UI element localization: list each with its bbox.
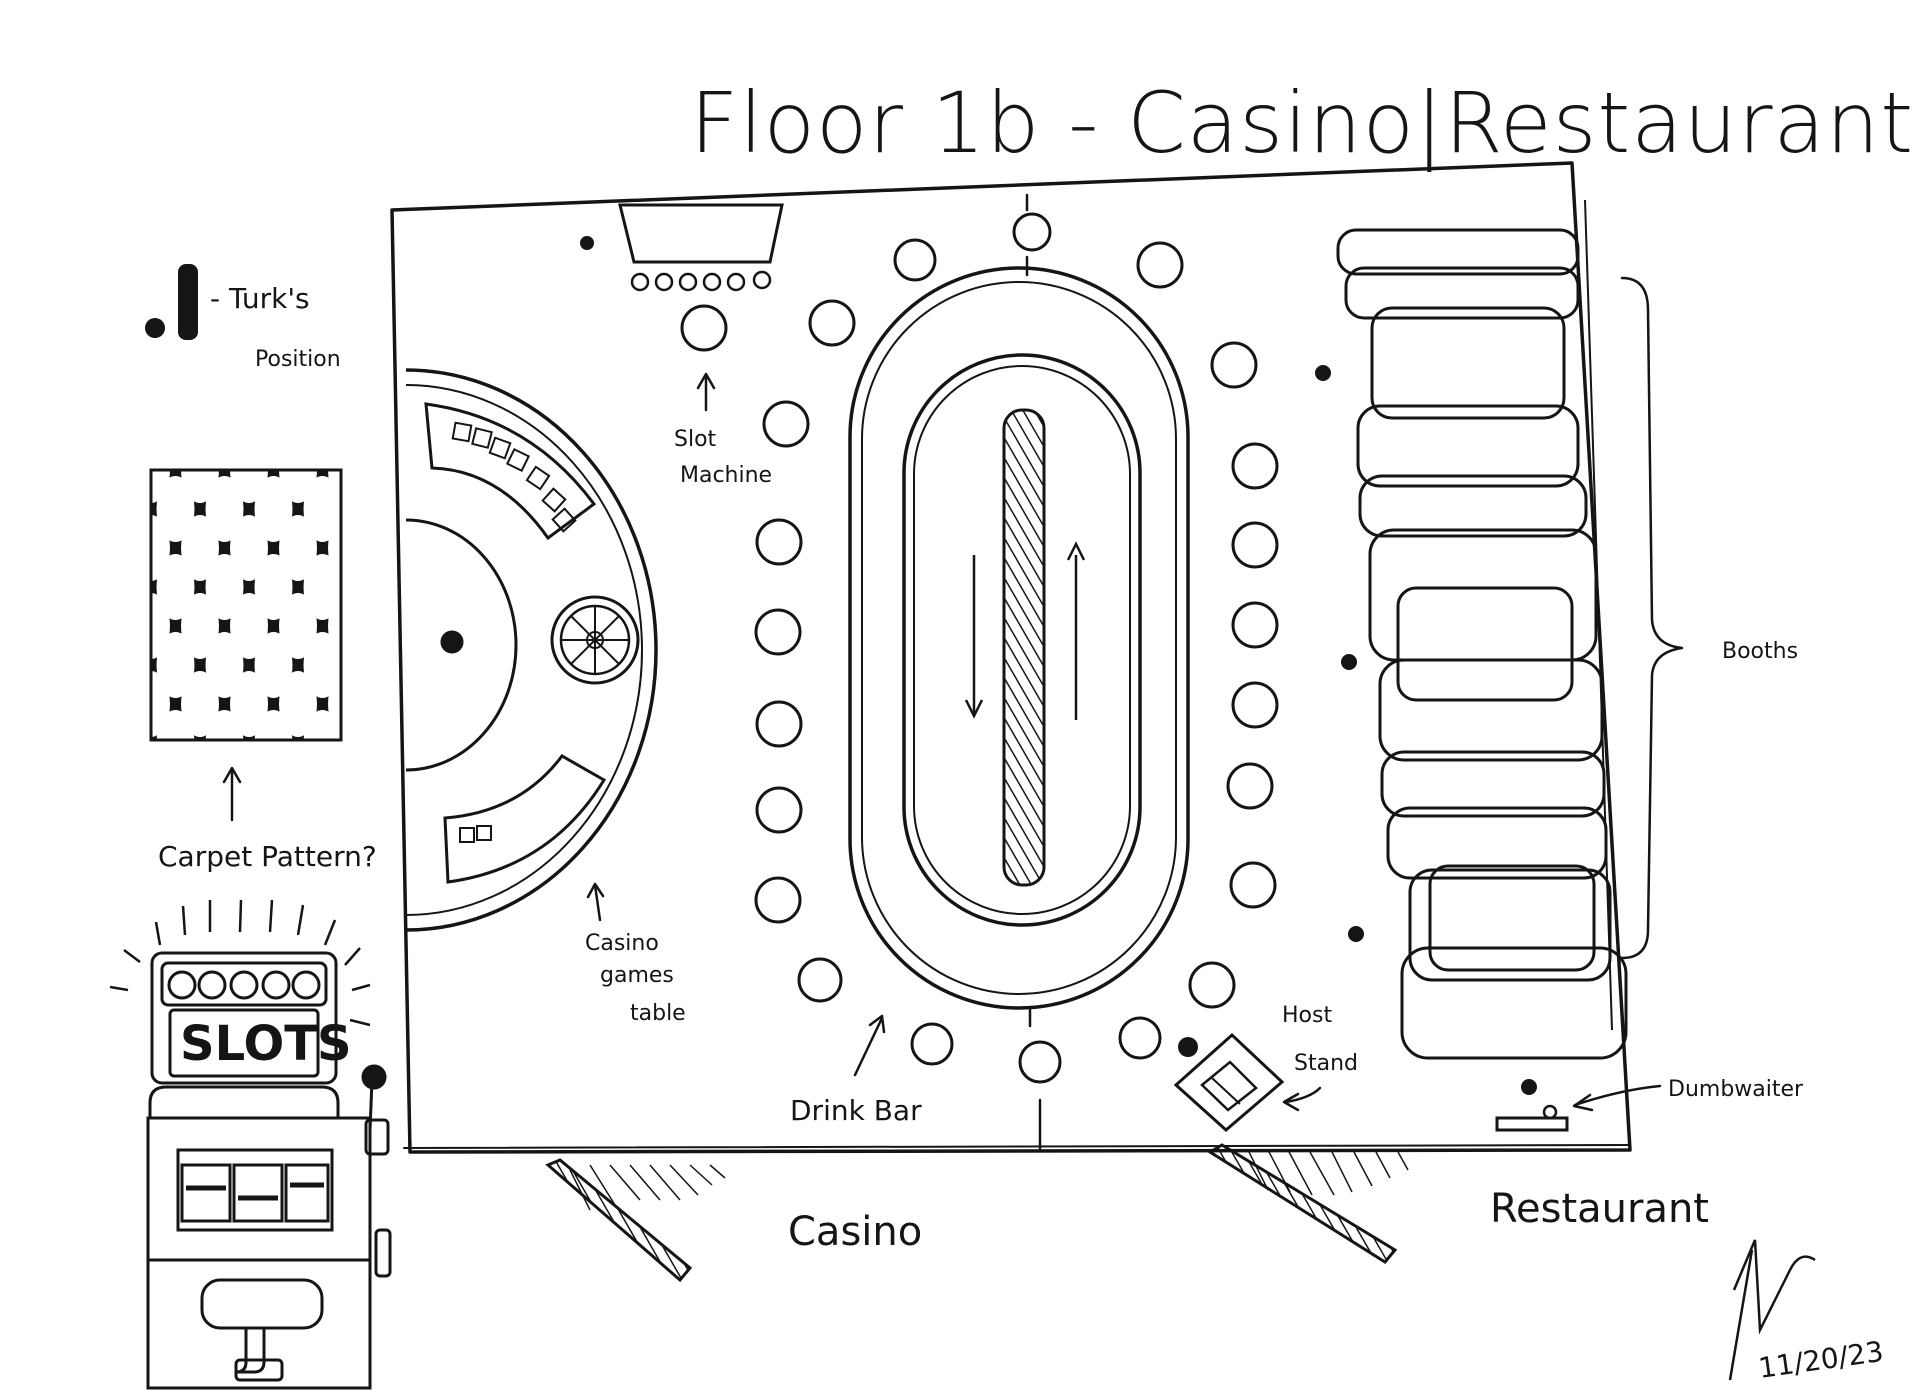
- turk-position-marker: [1348, 926, 1364, 942]
- host-stand-label-2: Stand: [1294, 1051, 1358, 1076]
- slot-machine-label: Slot: [674, 427, 717, 452]
- turk-position-marker: [1521, 1079, 1537, 1095]
- slot-machine-label-2: Machine: [680, 463, 772, 488]
- restaurant-area-label: Restaurant: [1490, 1186, 1709, 1232]
- turk-bar-marker: [178, 264, 198, 340]
- dumbwaiter: [1495, 1104, 1569, 1132]
- carpet-swatch: [149, 468, 343, 742]
- turk-position-legend: - Turk's Position: [145, 264, 341, 372]
- casino-games-table: [405, 368, 658, 932]
- drink-bar-label: Drink Bar: [790, 1094, 922, 1127]
- slot-machine-illustration: [109, 899, 392, 1390]
- turk-position-label: - Turk's: [210, 282, 310, 315]
- turk-position-marker: [1341, 654, 1357, 670]
- slots-sign: SLOTS: [180, 1016, 352, 1072]
- carpet-caption: Carpet Pattern?: [158, 840, 377, 873]
- casino-table-label-3: table: [630, 1001, 686, 1026]
- restaurant-door: [1207, 1143, 1398, 1264]
- casino-door: [545, 1158, 693, 1283]
- casino-table-label: Casino: [585, 931, 659, 956]
- entrance-doors: [545, 1143, 1409, 1283]
- turk-position-label-2: Position: [255, 347, 341, 372]
- bar-stools: [754, 212, 1279, 1084]
- host-stand: [1173, 1032, 1285, 1132]
- casino-area-label: Casino: [788, 1209, 922, 1255]
- turk-position-marker: [1315, 365, 1331, 381]
- drink-bar: [848, 266, 1190, 1010]
- roulette-wheel: [550, 595, 640, 685]
- turk-position-marker: [580, 236, 594, 250]
- booths-label: Booths: [1722, 639, 1798, 664]
- slot-machine-bank: [618, 203, 784, 352]
- page-title: Floor 1b - Casino|Restaurant: [690, 74, 1914, 172]
- host-stand-label: Host: [1282, 1003, 1332, 1028]
- artist-signature: [1728, 1239, 1816, 1381]
- dumbwaiter-label: Dumbwaiter: [1668, 1077, 1804, 1102]
- turk-dot-marker: [145, 318, 165, 338]
- turk-position-marker: [1178, 1037, 1198, 1057]
- glow-lines: [109, 899, 371, 1027]
- turk-position-marker: [440, 630, 464, 654]
- restaurant-booths: [1336, 199, 1628, 1060]
- carpet-pattern-swatch: Carpet Pattern?: [149, 468, 377, 873]
- date-label: 11/20/23: [1756, 1335, 1885, 1385]
- room-walls: [390, 161, 1632, 1154]
- casino-table-label-2: games: [600, 963, 674, 988]
